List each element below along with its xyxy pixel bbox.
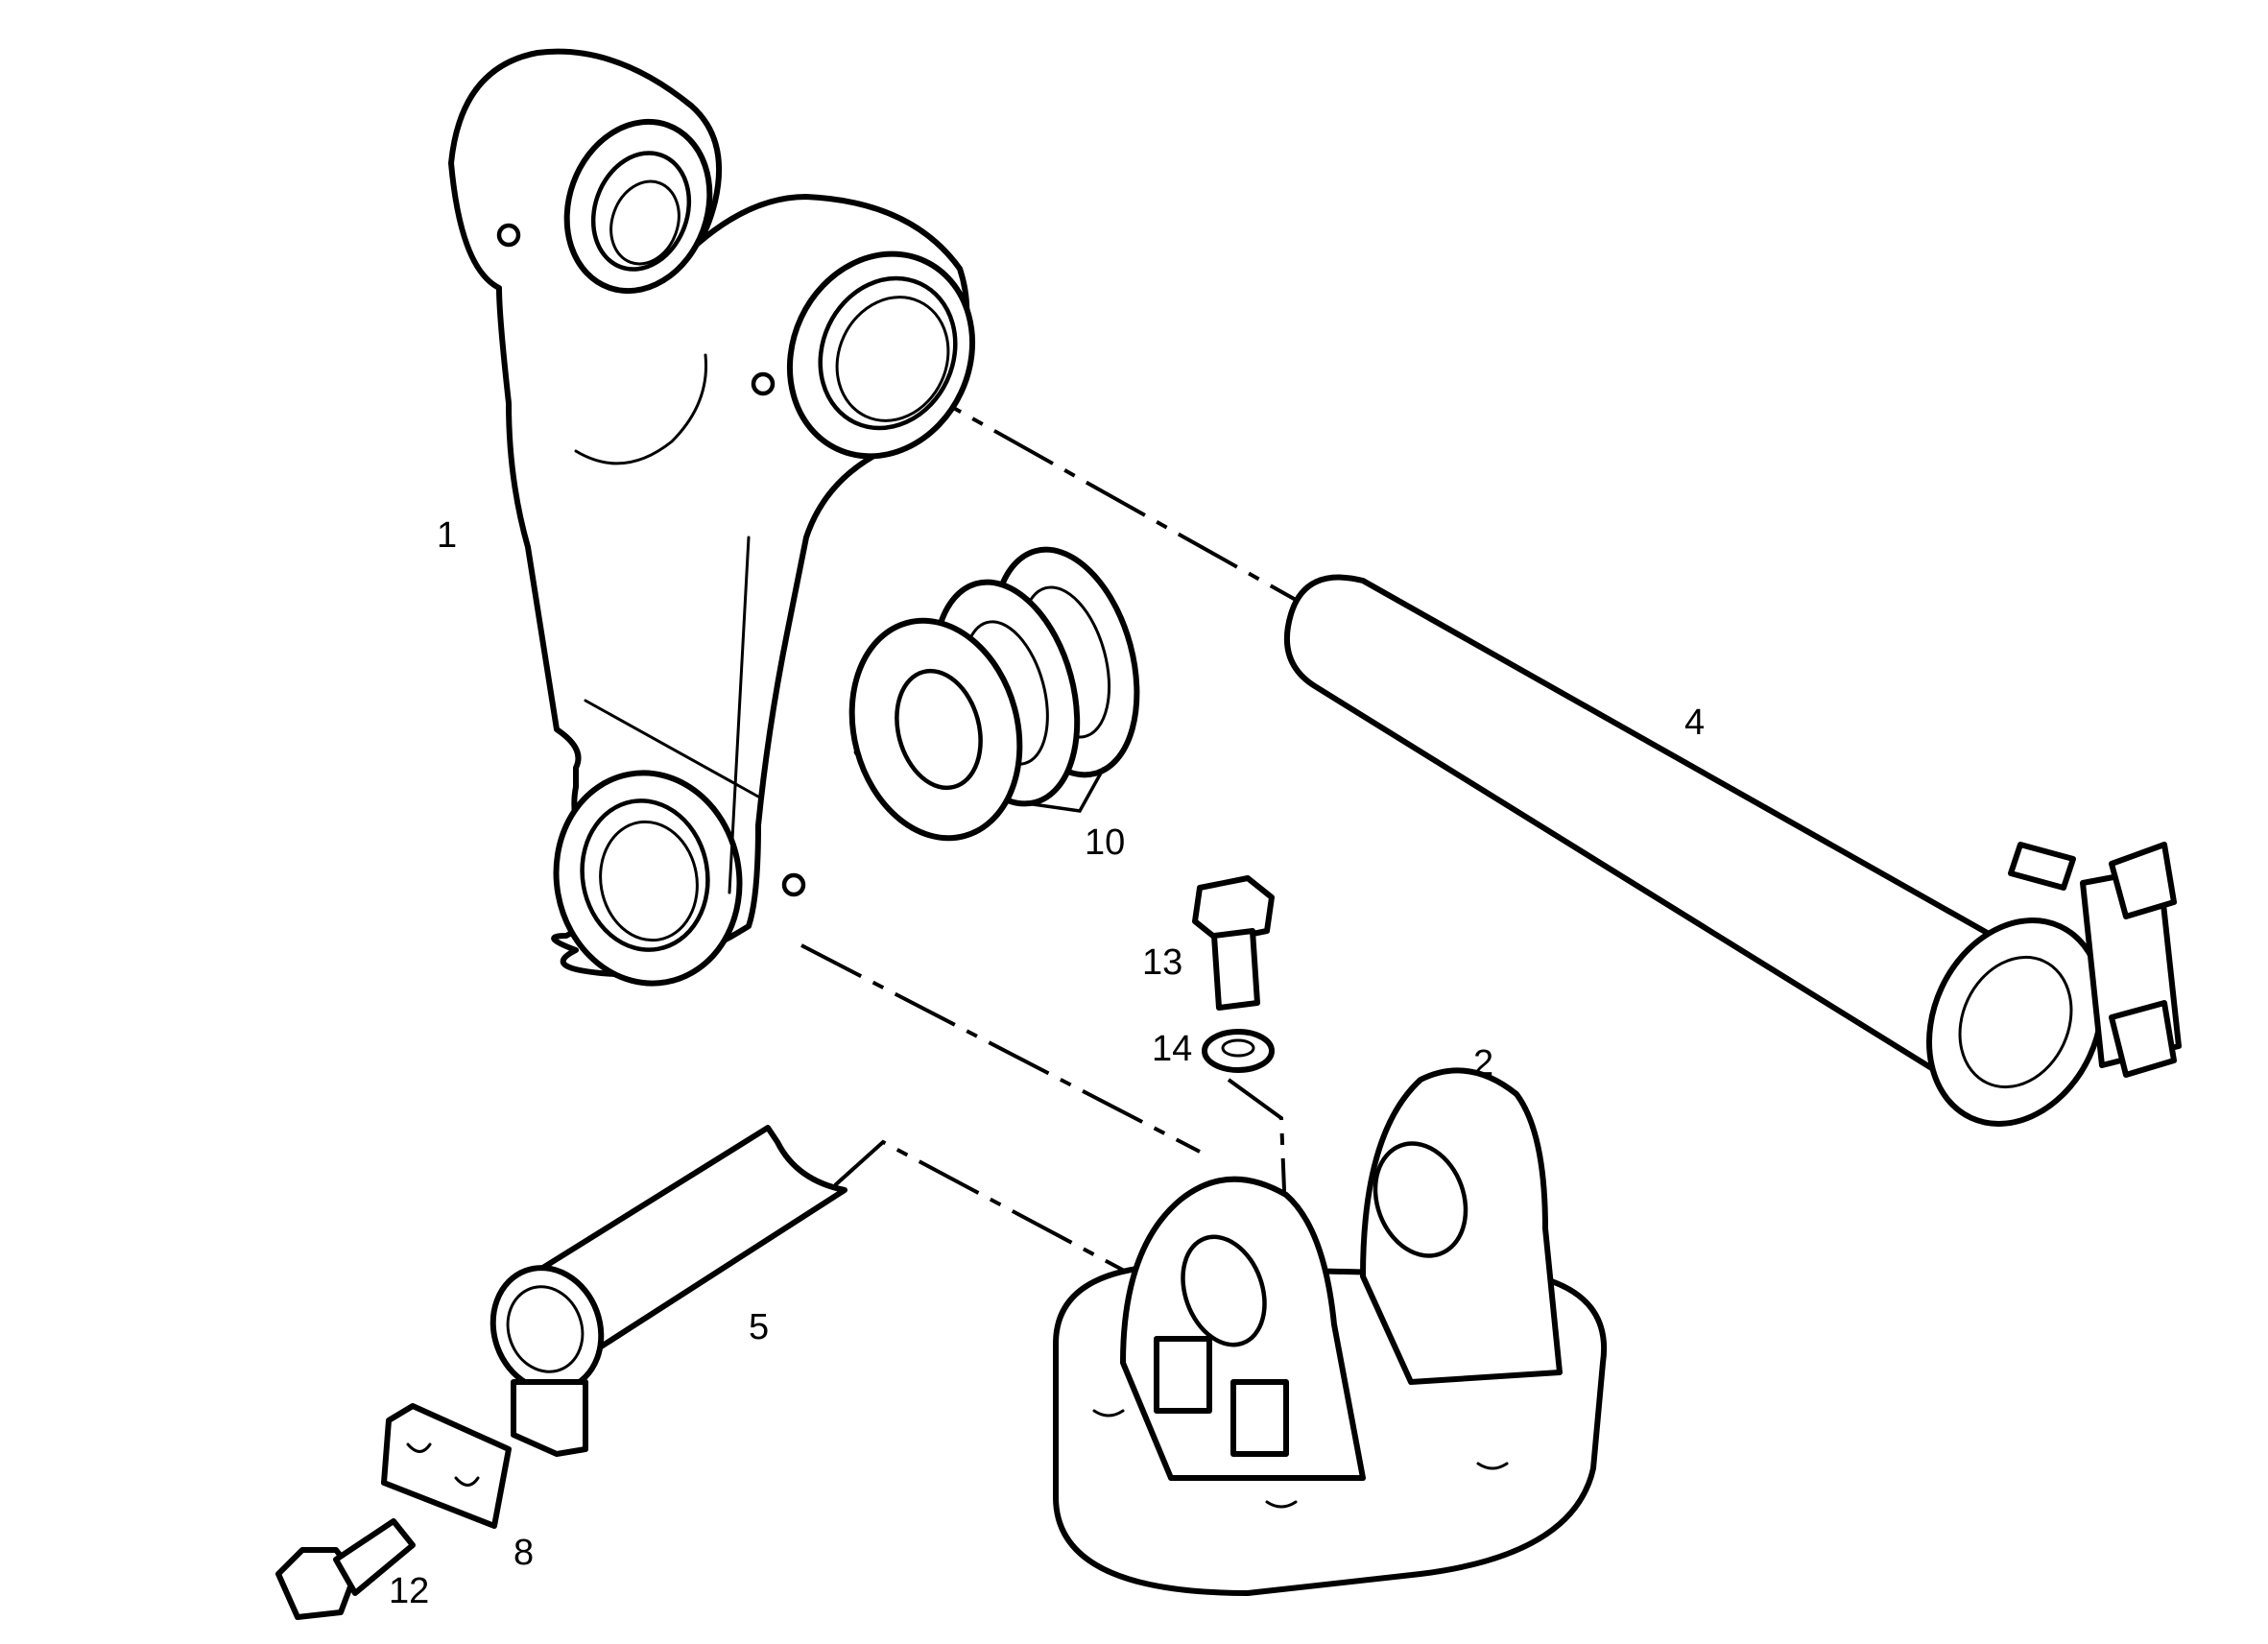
callout-1: 1 (437, 515, 457, 556)
callout-8: 8 (513, 1533, 534, 1573)
lever-upper-bore (590, 151, 692, 272)
pin-4-shaft (1283, 574, 2038, 1087)
part-1-lever-arm (448, 48, 976, 987)
lock-plate-hole-icon (406, 1442, 432, 1453)
grease-nipple-icon (781, 872, 806, 897)
lever-contour (728, 536, 751, 894)
bolt-12-shank (333, 1518, 416, 1596)
hex-nut-icon (2109, 1000, 2177, 1078)
part-13-bolt (1192, 875, 1275, 1011)
pin-5-tab (511, 1379, 588, 1457)
axis-pin-2-upper (800, 943, 1201, 1154)
clamp-bolt-thread (2008, 842, 2076, 891)
callout-12: 12 (389, 1571, 429, 1611)
assembly-axis-lines (800, 377, 1297, 1298)
mounting-hole-icon (1476, 1462, 1509, 1470)
bracket-lug-icon (1154, 1336, 1212, 1414)
part-10-spacer-washers (848, 546, 1140, 842)
grease-nipple-icon (751, 371, 776, 396)
washer-14-hole (1221, 1038, 1255, 1058)
part-12-hex-bolt (275, 1518, 416, 1620)
mounting-hole-icon (1265, 1500, 1298, 1509)
lever-contour (584, 699, 760, 798)
lever-lower-bore (580, 798, 710, 952)
washer-14 (1202, 1029, 1275, 1073)
lever-right-bore (818, 275, 958, 431)
callout-4: 4 (1684, 703, 1705, 743)
grease-nipple-icon (496, 223, 521, 248)
callout-13: 13 (1142, 942, 1182, 983)
lever-contour (574, 353, 708, 465)
hex-bolt-head-icon (1192, 875, 1275, 943)
callout-14: 14 (1152, 1029, 1192, 1069)
front-ear-bore (1181, 1234, 1267, 1347)
hex-nut-icon (2109, 842, 2177, 919)
part-8-lock-plate (381, 1403, 512, 1529)
washer-1-hole (895, 668, 983, 791)
axis-pin-5 (833, 1139, 1172, 1298)
part-14-washer (1202, 1029, 1275, 1073)
mounting-hole-icon (1092, 1409, 1125, 1418)
rear-ear-bore (1373, 1141, 1468, 1258)
lever-lower-bore-boss (553, 770, 743, 987)
callout-2: 2 (1473, 1043, 1493, 1084)
callout-5: 5 (749, 1307, 769, 1347)
washer-1 (848, 617, 1023, 842)
bracket-lug-icon (1230, 1379, 1289, 1457)
leader-10 (1012, 767, 1106, 813)
axis-pin-4 (901, 377, 1297, 602)
lock-plate-8 (381, 1403, 512, 1529)
bolt-13-shank (1211, 928, 1260, 1011)
part-5-short-pin (489, 1125, 848, 1457)
part-2-base-bracket (1053, 1067, 1608, 1596)
callout-labels: 1 2 4 5 8 10 12 13 14 (389, 515, 1705, 1611)
lever-right-bore-inner (835, 296, 950, 422)
callout-10: 10 (1085, 822, 1125, 863)
part-4-long-pin (1283, 574, 2182, 1127)
pin-4-head-face (1958, 955, 2073, 1089)
pin-5-head-face (506, 1285, 585, 1373)
lever-lower-bore-inner (599, 820, 699, 942)
lever-upper-bore-inner (609, 179, 680, 266)
lock-plate-hole-icon (454, 1476, 480, 1487)
